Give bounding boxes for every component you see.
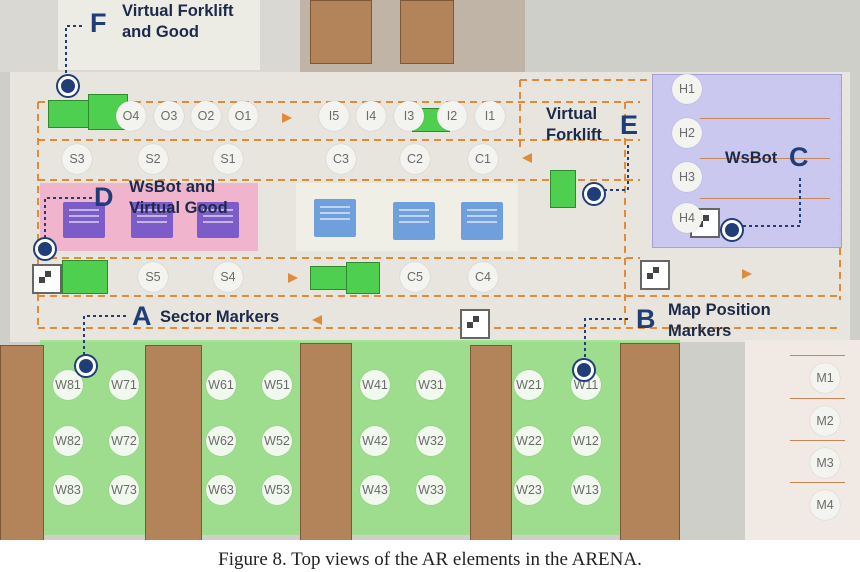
map-marker: W53 [262,475,292,505]
map-marker: O2 [191,101,221,131]
shelf-column [300,343,352,540]
map-marker: I1 [475,101,505,131]
h-divider [700,118,830,119]
map-marker: S1 [213,144,243,174]
map-marker: W43 [360,475,390,505]
figure-caption: Figure 8. Top views of the AR elements i… [218,549,642,570]
callout-f-panel [58,0,260,70]
map-marker: W61 [206,370,236,400]
h-divider [700,158,830,159]
map-marker: H4 [672,203,702,233]
map-marker: C2 [400,144,430,174]
callout-letter-d: D [94,182,114,212]
callout-letter-f: F [90,8,107,38]
map-marker: S3 [62,144,92,174]
callout-f-anchor [58,76,78,96]
map-marker: M1 [810,363,840,393]
map-marker: H2 [672,118,702,148]
map-marker: W12 [571,426,601,456]
virtual-forklift [550,170,576,208]
virtual-good-green [346,262,380,294]
map-marker: I5 [319,101,349,131]
virtual-good-purple [131,202,173,238]
shelf-column [620,343,680,540]
map-marker: W51 [262,370,292,400]
virtual-good-purple [63,202,105,238]
map-marker: W22 [514,426,544,456]
map-marker: S5 [138,262,168,292]
map-position-tag [32,264,62,294]
map-marker: W83 [53,475,83,505]
map-marker: W63 [206,475,236,505]
virtual-forklift [310,266,348,290]
map-marker: I3 [394,101,424,131]
callout-letter-b: B [636,304,656,334]
map-marker: W13 [571,475,601,505]
map-marker: C3 [326,144,356,174]
map-marker: W62 [206,426,236,456]
map-marker: C4 [468,262,498,292]
shelf-column [145,345,202,540]
m-divider [790,482,845,483]
map-position-tag [640,260,670,290]
map-marker: W21 [514,370,544,400]
virtual-good-blue [314,199,356,237]
map-marker: W73 [109,475,139,505]
map-marker: W72 [109,426,139,456]
callout-letter-a: A [132,301,152,331]
map-position-tag [460,309,490,339]
map-marker: W81 [53,370,83,400]
callout-e-anchor [584,184,604,204]
map-marker: M2 [810,406,840,436]
callout-letter-c: C [789,142,809,172]
callout-leaders [44,25,801,365]
map-marker: S2 [138,144,168,174]
map-marker: W71 [109,370,139,400]
map-marker: M4 [810,490,840,520]
m-divider [790,355,845,356]
shelf-column [470,345,512,540]
map-marker: W41 [360,370,390,400]
map-marker: I2 [437,101,467,131]
m-divider [790,440,845,441]
map-marker: W82 [53,426,83,456]
map-marker: W42 [360,426,390,456]
map-marker: O3 [154,101,184,131]
callout-label-c: WsBot [725,149,778,167]
virtual-good-blue [461,202,503,240]
callout-letter-e: E [620,110,639,140]
callout-c-anchor [722,220,742,240]
map-marker: W31 [416,370,446,400]
map-marker: W52 [262,426,292,456]
callout-a-anchor [76,356,96,376]
map-marker: H3 [672,162,702,192]
map-marker: W23 [514,475,544,505]
map-marker: M3 [810,448,840,478]
map-marker: O4 [116,101,146,131]
top-cardboard-box [310,0,372,64]
h-divider [700,198,830,199]
map-marker: C1 [468,144,498,174]
map-marker: W32 [416,426,446,456]
map-marker: W33 [416,475,446,505]
shelf-column [0,345,44,540]
map-marker: C5 [400,262,430,292]
map-marker: O1 [228,101,258,131]
top-cardboard-box [400,0,454,64]
virtual-good-green [62,260,108,294]
virtual-good-blue [393,202,435,240]
map-marker: I4 [356,101,386,131]
map-marker: S4 [213,262,243,292]
callout-label-a: Sector Markers [160,308,280,326]
map-marker: H1 [672,74,702,104]
callout-d-anchor [35,239,55,259]
virtual-good-purple [197,202,239,238]
m-divider [790,398,845,399]
arena-top-view: O4 O3 O2 O1 I5 I4 I3 I2 I1 S3 S2 S1 C3 C… [0,0,860,540]
callout-b-anchor [574,360,594,380]
